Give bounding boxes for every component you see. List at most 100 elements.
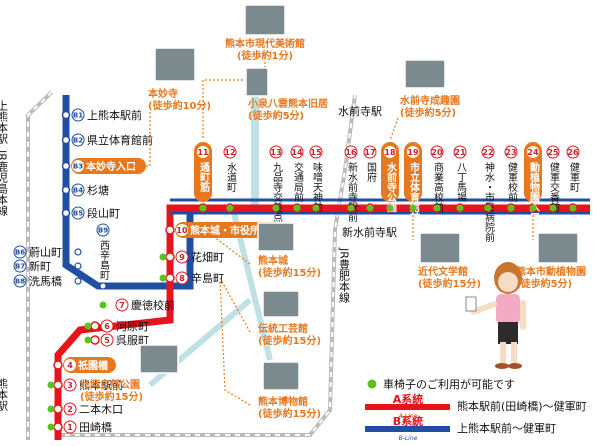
stop-number-circle [504,145,518,159]
station-highlight [71,158,146,174]
station-dot [74,277,82,285]
stop-number-circle [197,146,209,158]
leader-line [204,229,251,265]
stop-number-circle [430,145,444,159]
stop-number-circle [407,146,419,158]
station-dot [61,135,71,145]
stop-number-circle [72,160,84,172]
attraction-walk-time: (徒歩約15分) [258,334,321,347]
stop-name: 商業高校前 [432,161,444,213]
attraction-name: 近代文学館 [418,265,468,278]
stop-name: 健軍交番前 [548,162,560,213]
station-highlight [63,357,116,373]
stop-number: 15 [310,148,322,157]
stop-name: 九品寺交差点 [271,162,283,223]
station-dot [90,335,100,345]
legend: 車椅子のご利用が可能です A系統 A-Line 熊本駅前(田崎橋)〜健軍町 B系… [365,377,587,442]
wheelchair-dot [199,204,207,212]
stop-number-circle [63,378,77,392]
attraction-walk-time: (徒歩約10分) [148,99,211,112]
station-highlight [194,142,212,202]
wheelchair-dot [549,204,557,212]
wheelchair-dot [484,204,492,212]
legend-b-route: 上熊本駅前〜健軍町 [457,421,556,435]
attraction-name: 熊本市現代美術館 [225,37,305,50]
stop-number: B2 [73,137,83,145]
attraction: 熊本市動植物園(徒歩約5分) [516,215,586,290]
stop-number: 5 [104,336,110,345]
stop-number: 23 [505,148,516,157]
jr-hohi-label: JR豊肥本線 [338,247,351,303]
stop-number: B8 [15,278,25,286]
attraction-walk-time: (徒歩約15分) [418,277,481,290]
station-shin-suizenji: 新水前寺駅 [342,225,397,239]
station-dot [165,225,175,235]
attraction: 北岡自然公園(徒歩約15分) [80,344,179,403]
station-dot [61,185,71,195]
stop-name: 熊本駅前 [79,378,123,392]
station-dot [61,208,71,218]
stop-name: 水前寺公園 [385,161,398,213]
attraction-photo [537,232,579,264]
stop-name: 西辛島町 [98,240,110,280]
stop-number: 11 [197,148,209,157]
stop-name: 蔚山町 [29,246,62,259]
stop-number-circle [527,146,539,158]
wheelchair-dot [529,204,537,212]
stop-name: 新町 [29,259,51,273]
stop-number-circle [176,224,188,236]
station-kamikumamoto: 上熊本駅 [0,100,9,145]
a-stop: 26 健軍町 [566,145,580,213]
stop-number-circle [566,145,580,159]
attraction-photo [262,361,300,391]
attraction-name: 熊本博物館 [258,395,308,408]
a-stop: 20 商業高校前 [430,145,444,213]
attraction-name: 水前寺成趣園 [399,94,460,107]
attraction-photo [404,59,446,89]
stop-number: 26 [567,148,579,157]
attraction-photo [262,290,300,318]
stop-number: 2 [67,405,73,414]
wheelchair-dot [84,322,92,330]
stop-name: 国府 [365,162,377,183]
attraction: 熊本博物館 (徒歩約15分) [219,279,321,420]
stop-number-circle [309,145,323,159]
attraction-walk-time: (徒歩約5分) [248,109,304,122]
stop-name: 健軍町 [568,162,580,192]
stop-number: 20 [431,148,443,157]
stop-number: 10 [176,226,188,235]
jr-kagoshima-label: JR鹿児島本線 [0,149,9,216]
station-highlight [175,222,283,238]
stop-number: 24 [527,148,539,157]
wheelchair-dot [347,204,355,212]
station-suizenji: 水前寺駅 [338,104,382,118]
legend-a-swatch [365,404,450,410]
attraction-name: 小泉八雲熊本旧居 [247,97,328,110]
stop-name: 神水・市民病院前 [483,161,495,243]
leader-line [389,117,399,141]
attraction-name: 北岡自然公園 [80,378,140,391]
stop-number-circle [71,133,85,147]
wheelchair-dot [159,253,167,261]
stop-number: 6 [104,322,110,331]
stop-number: 14 [291,148,303,157]
wheelchair-dot [507,204,515,212]
stop-number: 7 [119,301,125,310]
wheelchair-dot [456,204,464,212]
stop-name: 洗馬橋 [29,274,62,288]
stop-number: B3 [73,163,83,171]
legend-a-route: 熊本駅前(田崎橋)〜健軍町 [457,399,587,413]
